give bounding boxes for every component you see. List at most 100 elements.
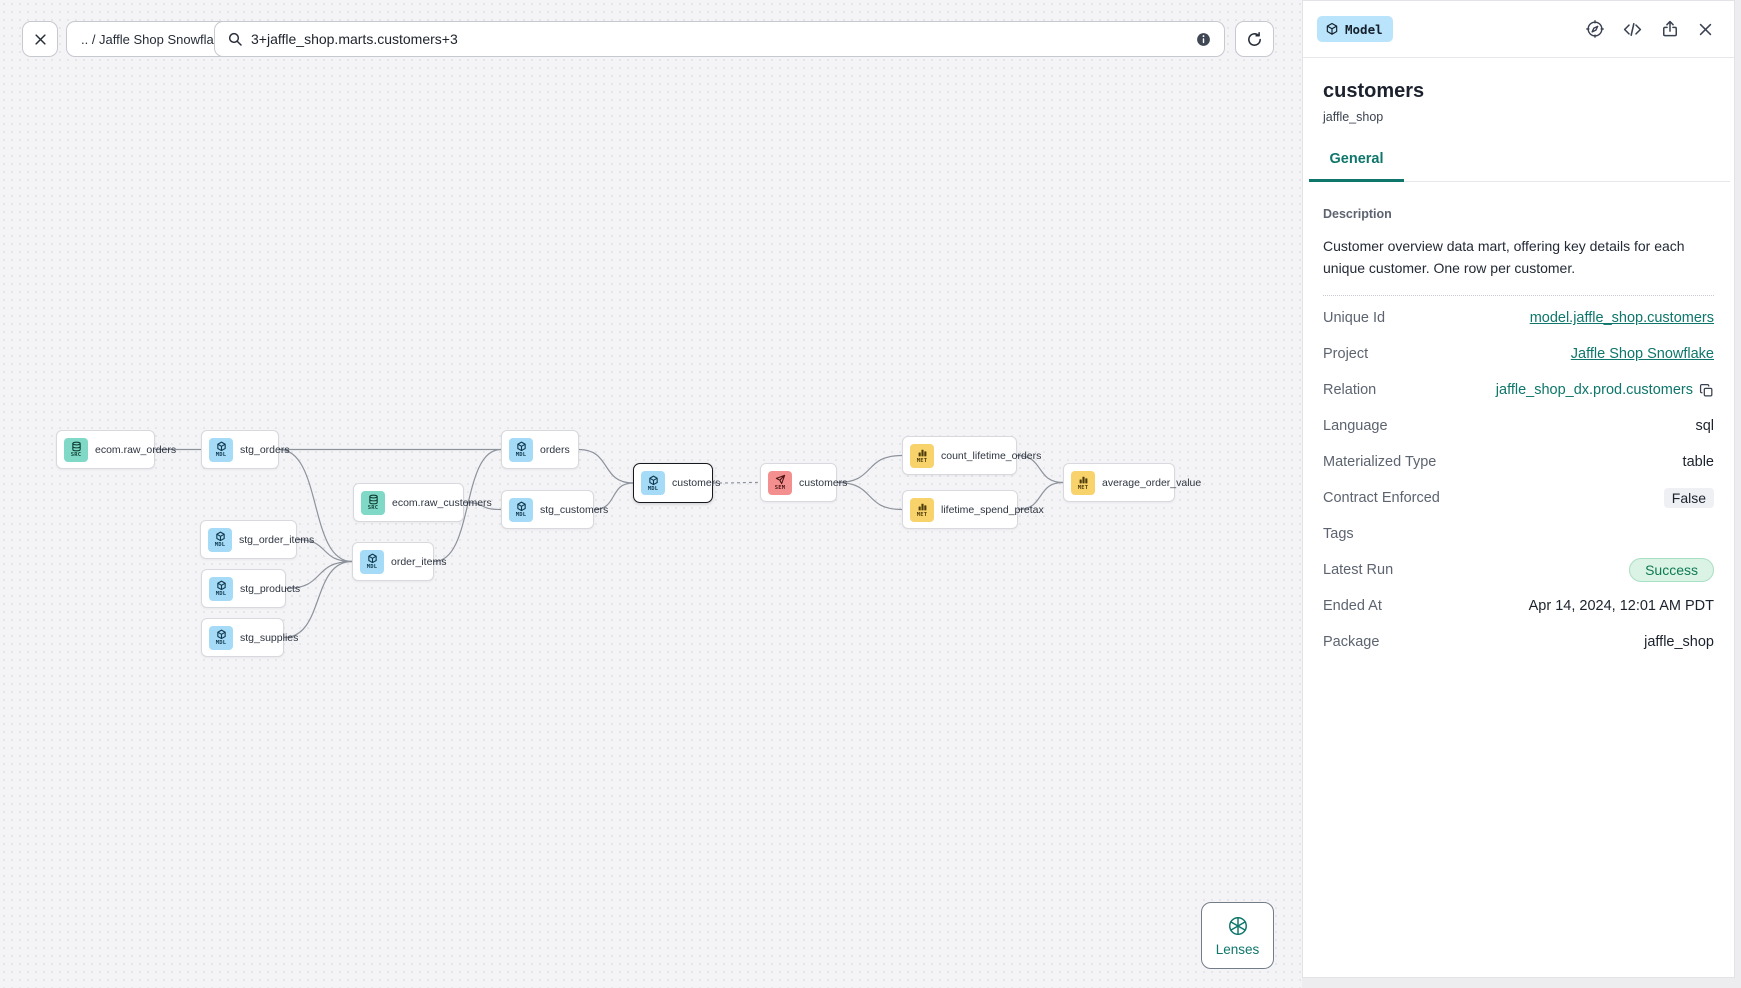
field-row-project: Project Jaffle Shop Snowflake (1323, 336, 1714, 372)
field-label-language: Language (1323, 418, 1388, 435)
tab-general[interactable]: General (1309, 151, 1404, 182)
cube-icon (1325, 22, 1339, 36)
close-panel-icon[interactable] (1697, 21, 1714, 38)
field-label-project: Project (1323, 346, 1369, 363)
cube-icon: MDL (208, 527, 232, 552)
close-lineage-button[interactable] (22, 21, 58, 57)
graph-node-average-order-value[interactable]: MET average_order_value (1063, 463, 1201, 502)
field-label-unique-id: Unique Id (1323, 310, 1386, 327)
database-icon: SRC (64, 437, 88, 462)
panel-header: Model (1303, 1, 1734, 58)
refresh-button[interactable] (1235, 21, 1274, 57)
edge-customers-semantic-to-lifetime-spend-pretax (836, 481, 903, 511)
graph-node-label: customers (672, 477, 721, 489)
search-input[interactable] (251, 31, 1187, 47)
edge-stg-orders-to-order-items (278, 448, 353, 563)
breadcrumb-label: .. / Jaffle Shop Snowflake (81, 31, 228, 47)
field-label-ended-at: Ended At (1323, 598, 1382, 615)
graph-node-label: ecom.raw_customers (392, 496, 492, 509)
edge-customers-semantic-to-count-lifetime-orders (836, 454, 903, 484)
field-label-package: Package (1323, 634, 1380, 651)
graph-node-stg-supplies[interactable]: MDL stg_supplies (201, 618, 298, 657)
breadcrumb[interactable]: .. / Jaffle Shop Snowflake (66, 21, 243, 57)
edge-customers-to-customers-semantic (712, 481, 761, 484)
graph-node-stg-orders[interactable]: MDL stg_orders (201, 430, 290, 469)
field-value-package: jaffle_shop (1644, 634, 1714, 651)
field-value-unique-id: model.jaffle_shop.customers (1530, 310, 1714, 326)
field-value-language: sql (1695, 418, 1714, 435)
graph-node-label: stg_products (240, 582, 301, 595)
graph-node-label: lifetime_spend_pretax (941, 503, 1044, 516)
edge-stg-order-items-to-order-items (296, 538, 353, 563)
details-panel: Model customers jaffle_shop General Desc… (1302, 0, 1735, 978)
project-link[interactable]: Jaffle Shop Snowflake (1570, 346, 1714, 363)
description-label: Description (1323, 207, 1392, 221)
graph-node-label: order_items (391, 555, 447, 568)
graph-node-ecom-raw-customers[interactable]: SRC ecom.raw_customers (353, 483, 492, 522)
field-row-language: Language sql (1323, 408, 1714, 444)
explore-compass-icon[interactable] (1585, 19, 1605, 39)
field-row-tags: Tags (1323, 516, 1714, 552)
graph-node-label: count_lifetime_orders (941, 449, 1042, 462)
description-text: Customer overview data mart, offering ke… (1323, 238, 1685, 276)
copy-icon[interactable] (1699, 383, 1714, 398)
field-value-ended-at: Apr 14, 2024, 12:01 AM PDT (1528, 598, 1714, 615)
field-label-contract-enforced: Contract Enforced (1323, 490, 1440, 507)
graph-node-stg-products[interactable]: MDL stg_products (201, 569, 300, 608)
field-label-tags: Tags (1323, 526, 1354, 543)
lenses-label: Lenses (1215, 941, 1260, 957)
metric-icon: MET (1071, 470, 1095, 495)
cube-icon: MDL (209, 576, 233, 601)
share-icon[interactable] (1660, 19, 1680, 39)
info-icon[interactable] (1195, 31, 1212, 48)
lenses-aperture-icon (1227, 915, 1249, 937)
graph-node-stg-customers[interactable]: MDL stg_customers (501, 490, 608, 529)
graph-node-label: stg_supplies (240, 631, 299, 644)
graph-node-label: orders (540, 443, 570, 456)
refresh-icon (1246, 31, 1263, 48)
field-row-ended-at: Ended At Apr 14, 2024, 12:01 AM PDT (1323, 588, 1714, 624)
tab-bar: General (1309, 151, 1730, 182)
divider (1323, 295, 1714, 297)
graph-node-label: stg_orders (240, 443, 290, 456)
edge-orders-to-customers (578, 448, 634, 484)
lineage-search-bar (214, 21, 1225, 57)
field-value-project: Jaffle Shop Snowflake (1571, 346, 1714, 362)
cube-icon: MDL (209, 437, 233, 462)
database-icon: SRC (361, 490, 385, 515)
field-value-latest-run: Success (1629, 558, 1714, 583)
field-value-contract-enforced: False (1663, 488, 1714, 509)
graph-node-label: customers (799, 476, 848, 489)
contract-chip: False (1663, 488, 1714, 509)
unique-id-link[interactable]: model.jaffle_shop.customers (1529, 310, 1714, 327)
field-value-relation: jaffle_shop_dx.prod.customers (1496, 382, 1714, 398)
edge-stg-supplies-to-order-items (283, 560, 353, 639)
edge-count-lifetime-orders-to-average-order-value (1016, 454, 1064, 484)
edge-order-items-to-orders (433, 448, 502, 563)
resource-type-badge: Model (1317, 16, 1393, 42)
edge-ecom-raw-customers-to-stg-customers (463, 501, 502, 511)
search-icon (227, 31, 243, 47)
package-subtitle: jaffle_shop (1323, 110, 1384, 124)
graph-node-label: average_order_value (1102, 476, 1202, 489)
cube-icon: MDL (509, 437, 533, 462)
graph-node-orders[interactable]: MDL orders (501, 430, 579, 469)
cube-icon: MDL (509, 497, 533, 522)
edge-stg-customers-to-customers (593, 482, 634, 511)
cube-icon: MDL (209, 625, 233, 650)
code-icon[interactable] (1622, 19, 1643, 40)
metric-icon: MET (910, 443, 934, 468)
graph-node-label: stg_customers (540, 503, 609, 516)
lenses-button[interactable]: Lenses (1201, 902, 1274, 969)
field-row-unique-id: Unique Id model.jaffle_shop.customers (1323, 300, 1714, 336)
graph-node-count-lifetime-orders[interactable]: MET count_lifetime_orders (902, 436, 1041, 475)
